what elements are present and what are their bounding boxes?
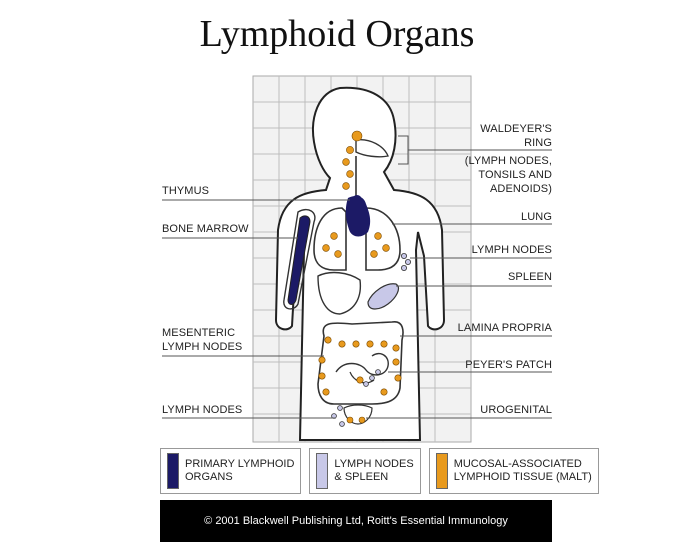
nasal-cavity xyxy=(355,139,389,158)
label-lung: LUNG xyxy=(521,211,552,223)
copyright-footer: © 2001 Blackwell Publishing Ltd, Roitt's… xyxy=(160,500,552,542)
label-lymph-nodes-right: LYMPH NODES xyxy=(471,244,552,256)
swatch-nodes xyxy=(316,453,329,489)
legend-item-malt: MUCOSAL-ASSOCIATED LYMPHOID TISSUE (MALT… xyxy=(428,448,599,494)
arm-bone-outline xyxy=(283,208,316,310)
label-waldeyers-ring: WALDEYER'S RING xyxy=(480,123,552,149)
liver-shape xyxy=(317,271,362,315)
legend-item-primary: PRIMARY LYMPHOID ORGANS xyxy=(160,448,302,494)
label-peyers-patch: PEYER'S PATCH xyxy=(465,359,552,371)
lymph-node-markers xyxy=(331,252,411,427)
label-mesenteric-lymph-nodes: MESENTERIC LYMPH NODES xyxy=(162,327,243,353)
label-urogenital: UROGENITAL xyxy=(480,404,552,416)
leader-lines xyxy=(162,149,552,419)
page-title: Lymphoid Organs xyxy=(199,13,475,55)
label-thymus: THYMUS xyxy=(162,185,210,197)
label-bone-marrow: BONE MARROW xyxy=(162,223,249,235)
adenoid-node xyxy=(351,130,363,142)
legend-label-nodes: LYMPH NODES & SPLEEN xyxy=(334,458,414,483)
legend-item-nodes: LYMPH NODES & SPLEEN xyxy=(309,448,421,494)
legend-label-primary: PRIMARY LYMPHOID ORGANS xyxy=(185,458,295,483)
label-waldeyers-detail: (LYMPH NODES, TONSILS AND ADENOIDS) xyxy=(464,155,552,195)
swatch-primary xyxy=(167,453,179,489)
malt-nodes xyxy=(318,130,402,424)
label-lamina-propria: LAMINA PROPRIA xyxy=(457,322,552,334)
thymus-node xyxy=(352,195,362,205)
label-lymph-nodes-left: LYMPH NODES xyxy=(162,404,243,416)
swatch-malt xyxy=(435,453,448,489)
tonsil-node xyxy=(346,146,354,154)
legend: PRIMARY LYMPHOID ORGANS LYMPH NODES & SP… xyxy=(160,448,599,494)
thymus-organ xyxy=(345,196,371,237)
large-intestine xyxy=(317,321,404,405)
legend-label-malt: MUCOSAL-ASSOCIATED LYMPHOID TISSUE (MALT… xyxy=(453,458,592,483)
label-spleen: SPLEEN xyxy=(507,271,552,283)
spleen-organ xyxy=(367,283,400,310)
bone-marrow-organ xyxy=(287,215,311,305)
